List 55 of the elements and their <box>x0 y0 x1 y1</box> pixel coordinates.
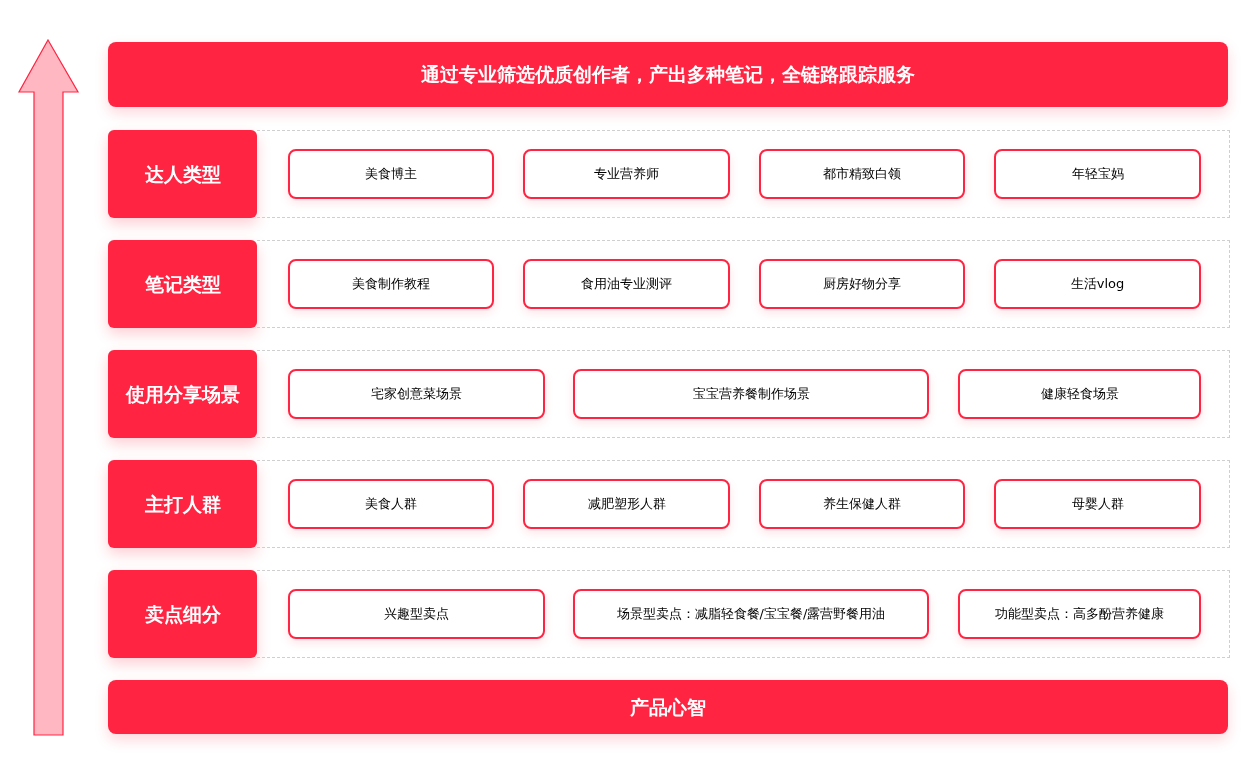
node-text: 年轻宝妈 <box>1071 165 1124 184</box>
category-box <box>108 240 257 328</box>
tag-box <box>288 149 494 199</box>
dashed-band <box>257 240 1230 328</box>
node-text: 宝宝营养餐制作场景 <box>692 385 810 404</box>
node-text: 功能型卖点：高多酚营养健康 <box>995 605 1164 624</box>
node-text: 产品心智 <box>630 694 706 720</box>
node-text: 兴趣型卖点 <box>384 605 449 624</box>
banner <box>108 42 1228 107</box>
category-box <box>108 130 257 218</box>
dashed-band <box>257 570 1230 658</box>
dashed-band <box>257 130 1230 218</box>
node-text: 减肥塑形人群 <box>587 495 666 514</box>
node-text: 通过专业筛选优质创作者，产出多种笔记，全链路跟踪服务 <box>421 62 915 88</box>
tag-box <box>573 369 929 419</box>
node-text: 卖点细分 <box>144 601 221 627</box>
node-text: 都市精致白领 <box>823 165 901 184</box>
tag-box <box>288 479 494 529</box>
node-text: 养生保健人群 <box>823 495 901 514</box>
node-text: 食用油专业测评 <box>581 275 672 294</box>
node-text: 笔记类型 <box>144 271 221 297</box>
tag-box <box>759 259 965 309</box>
tag-box <box>288 369 545 419</box>
node-text: 场景型卖点：减脂轻食餐/宝宝餐/露营野餐用油 <box>616 605 886 624</box>
node-text: 美食人群 <box>365 495 417 514</box>
tag-box <box>759 149 965 199</box>
tag-box <box>994 479 1201 529</box>
category-box <box>108 460 257 548</box>
tag-box <box>994 259 1201 309</box>
node-text: 专业营养师 <box>594 165 659 184</box>
node-text: 生活vlog <box>1070 275 1125 294</box>
dashed-band <box>257 460 1230 548</box>
node-text: 美食博主 <box>365 165 417 184</box>
node-text: 主打人群 <box>144 491 221 517</box>
node-text: 母婴人群 <box>1071 495 1124 514</box>
category-box <box>108 350 257 438</box>
node-text: 宅家创意菜场景 <box>371 385 462 404</box>
banner <box>108 680 1228 734</box>
node-text: 达人类型 <box>144 161 221 187</box>
node-text: 美食制作教程 <box>352 275 430 294</box>
node-text: 健康轻食场景 <box>1040 385 1119 404</box>
dashed-band <box>257 350 1230 438</box>
tag-box <box>523 259 730 309</box>
category-box <box>108 570 257 658</box>
tag-box <box>958 369 1201 419</box>
tag-box <box>573 589 929 639</box>
tag-box <box>523 479 730 529</box>
tag-box <box>288 589 545 639</box>
node-text: 厨房好物分享 <box>823 275 901 294</box>
node-text: 使用分享场景 <box>125 381 240 407</box>
tag-box <box>288 259 494 309</box>
tag-box <box>523 149 730 199</box>
tag-box <box>958 589 1201 639</box>
tag-box <box>994 149 1201 199</box>
tag-box <box>759 479 965 529</box>
